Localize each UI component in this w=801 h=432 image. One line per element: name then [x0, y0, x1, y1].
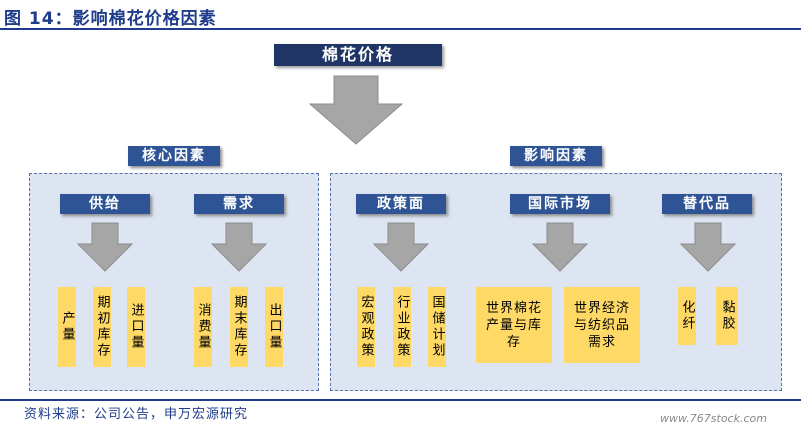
cell-world-economy-textile-demand: 世界经济与纺织品需求: [564, 287, 640, 363]
cell-viscose: 黏胶: [716, 287, 738, 345]
cell-industry-policy: 行业政策: [393, 287, 411, 367]
group-label-intl-market: 国际市场: [510, 194, 610, 214]
policy-down-arrow-icon: [373, 222, 429, 272]
group-label-demand: 需求: [194, 194, 284, 214]
core-factors-label: 核心因素: [128, 146, 220, 166]
main-node-cotton-price: 棉花价格: [274, 44, 442, 66]
cell-consumption: 消费量: [194, 287, 212, 367]
cell-macro-policy: 宏观政策: [357, 287, 375, 367]
group-label-policy: 政策面: [356, 194, 446, 214]
demand-down-arrow-icon: [211, 222, 267, 272]
cell-world-cotton-output-stock: 世界棉花产量与库存: [476, 287, 552, 363]
cell-state-reserve-plan: 国储计划: [428, 287, 446, 367]
cell-export-volume: 出口量: [265, 287, 283, 367]
influence-factors-label: 影响因素: [510, 146, 602, 166]
substitutes-down-arrow-icon: [680, 222, 736, 272]
supply-down-arrow-icon: [77, 222, 133, 272]
main-down-arrow-icon: [308, 75, 404, 145]
group-label-supply: 供给: [60, 194, 150, 214]
intl-market-down-arrow-icon: [532, 222, 588, 272]
top-rule: [0, 28, 801, 30]
group-label-substitutes: 替代品: [662, 194, 752, 214]
cell-chemical-fiber: 化纤: [678, 287, 696, 345]
cell-output: 产量: [58, 287, 76, 367]
figure-title: 图 14：影响棉花价格因素: [4, 9, 217, 29]
bottom-rule: [0, 399, 801, 401]
watermark: www.767stock.com: [660, 412, 767, 425]
cell-closing-stock: 期末库存: [230, 287, 248, 367]
source-note: 资料来源：公司公告，申万宏源研究: [24, 407, 249, 422]
cell-opening-stock: 期初库存: [93, 287, 111, 367]
cell-import-volume: 进口量: [127, 287, 145, 367]
